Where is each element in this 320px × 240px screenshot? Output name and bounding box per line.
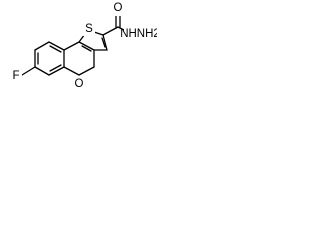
fluorine-label: F (12, 70, 19, 82)
benzene-ring (34, 41, 65, 76)
carbonyl-oxygen-label: O (114, 2, 123, 14)
sulfur-label: S (85, 23, 93, 35)
chemical-structure: F S O O NHNH2 (10, 2, 157, 92)
pyran-ring (63, 41, 95, 76)
fluorine-bond (21, 66, 36, 76)
hydrazide-label: NHNH2 (120, 28, 157, 40)
carbonyl-carbon-bond (102, 26, 119, 36)
ring-oxygen-label: O (75, 78, 84, 90)
